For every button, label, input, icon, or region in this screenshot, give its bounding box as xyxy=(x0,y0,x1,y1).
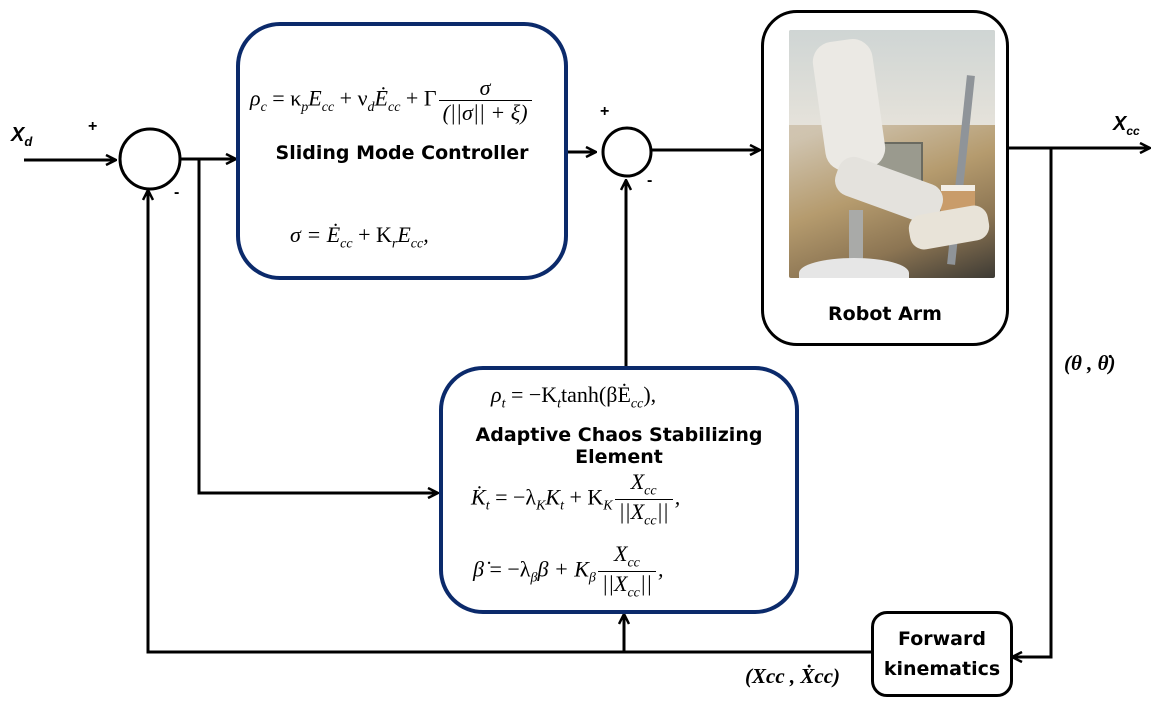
cartesian-state-label: (Xcc , Ẋcc) xyxy=(745,664,841,688)
input-signal-label: Xd xyxy=(11,124,33,149)
sum1-plus-sign: + xyxy=(88,118,98,135)
aces-control-law-equation: ρt = −Kttanh(βĖcc), xyxy=(491,382,657,412)
summing-junction-2 xyxy=(601,126,653,178)
fk-title-line1: Forward xyxy=(898,628,986,650)
error-to-aces-arrow xyxy=(197,159,438,493)
cartesian-feedback-line xyxy=(148,190,871,654)
summing-junction-1 xyxy=(118,127,182,191)
robot-arm-title: Robot Arm xyxy=(828,303,942,325)
sliding-surface-equation: σ = Ėcc + KrEcc, xyxy=(290,222,429,252)
fk-title-line2: kinematics xyxy=(883,658,1001,680)
adaptive-chaos-stabilizing-element-block: ρt = −Kttanh(βĖcc), Adaptive Chaos Stabi… xyxy=(439,366,799,614)
sum2-plus-sign: + xyxy=(600,103,610,120)
output-signal-label: Xcc xyxy=(1113,113,1140,138)
joint-state-label: (θ , θ̇) xyxy=(1064,351,1116,375)
sum1-minus-sign: - xyxy=(174,184,180,201)
forward-kinematics-block: Forward kinematics xyxy=(871,611,1013,697)
smc-title: Sliding Mode Controller xyxy=(275,142,529,164)
sum2-minus-sign: - xyxy=(647,172,653,189)
robot-arm-photo xyxy=(789,30,995,278)
robot-arm-block: Robot Arm xyxy=(761,10,1009,346)
joint-feedback-arrow xyxy=(1012,148,1053,657)
aces-title: Adaptive Chaos Stabilizing Element xyxy=(475,424,763,468)
